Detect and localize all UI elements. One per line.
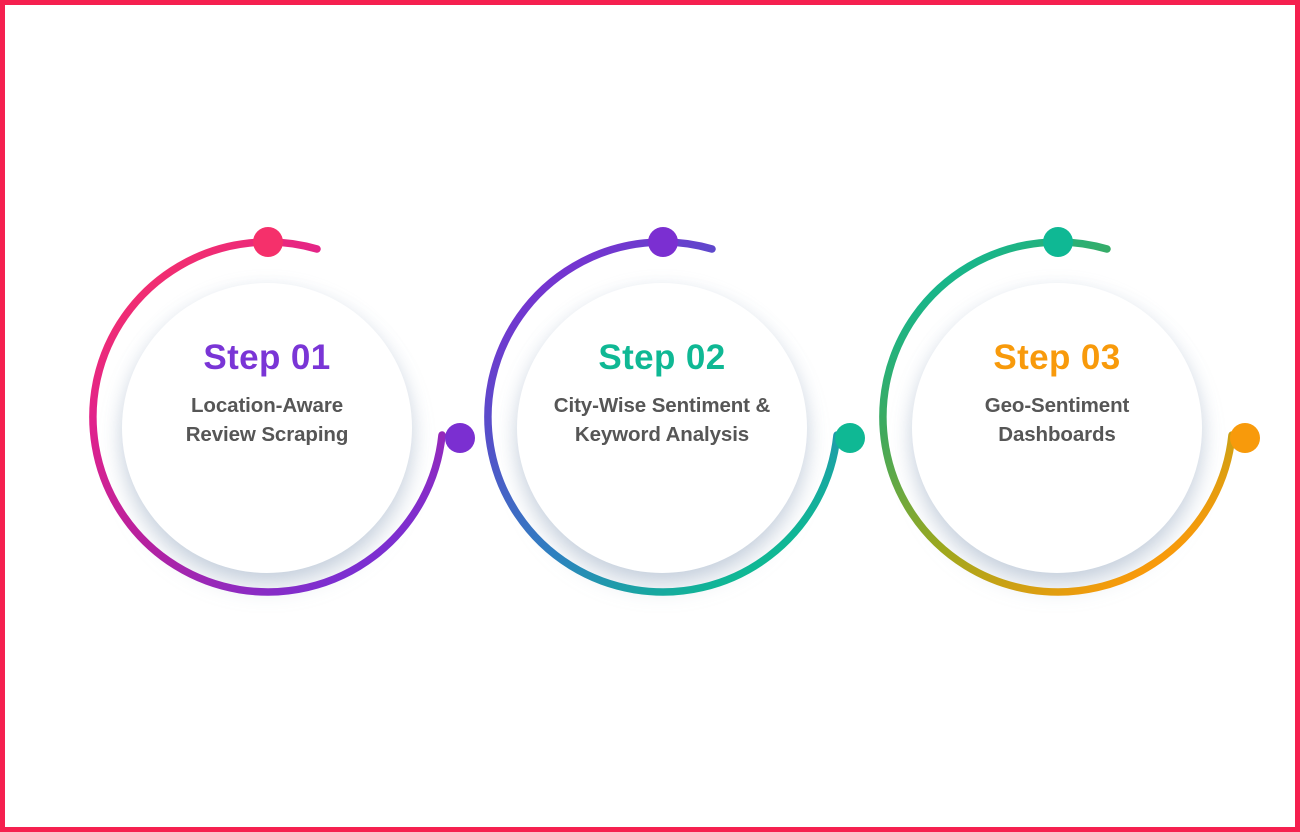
step-1-arc-svg (89, 227, 475, 596)
step-3-arc-svg (879, 227, 1260, 596)
step-1-desc-line2: Review Scraping (185, 423, 349, 447)
step-card-2[interactable]: Step 02 City-Wise Sentiment & Keyword An… (462, 220, 865, 640)
step-card-1[interactable]: Step 01 Location-Aware Review Scraping (67, 220, 475, 640)
step-2-description: City-Wise Sentiment & Keyword Analysis (502, 391, 822, 449)
step-2-start-dot (648, 227, 678, 257)
step-3-end-dot (1230, 423, 1260, 453)
step-2-disc (520, 286, 804, 570)
step-1-description: Location-Aware Review Scraping (107, 391, 427, 449)
step-1-content: Step 01 Location-Aware Review Scraping (107, 340, 427, 449)
step-3-title: Step 03 (993, 338, 1121, 377)
step-1-progress-arc (89, 238, 446, 596)
step-2-progress-arc (484, 238, 841, 596)
step-card-3[interactable]: Step 03 Geo-Sentiment Dashboards (857, 220, 1260, 640)
step-2-arc-svg (484, 227, 865, 596)
step-2-desc-line2: Keyword Analysis (574, 423, 750, 447)
step-2-title: Step 02 (598, 338, 726, 377)
step-1-end-dot (445, 423, 475, 453)
step-2-desc-line1: City-Wise Sentiment & (553, 394, 771, 417)
step-3-desc-line1: Geo-Sentiment (984, 394, 1130, 417)
step-1-title: Step 01 (203, 338, 331, 377)
step-2-content: Step 02 City-Wise Sentiment & Keyword An… (502, 340, 822, 449)
step-3-content: Step 03 Geo-Sentiment Dashboards (897, 340, 1217, 449)
step-1-desc-line1: Location-Aware (191, 394, 343, 417)
step-3-start-dot (1043, 227, 1073, 257)
step-1-disc (125, 286, 409, 570)
steps-row: Step 01 Location-Aware Review Scraping (5, 5, 1295, 827)
step-3-progress-arc (879, 238, 1236, 596)
step-3-description: Geo-Sentiment Dashboards (897, 391, 1217, 449)
step-3-desc-line2: Dashboards (998, 423, 1116, 447)
step-2-end-dot (835, 423, 865, 453)
step-3-disc (915, 286, 1199, 570)
step-1-start-dot (253, 227, 283, 257)
